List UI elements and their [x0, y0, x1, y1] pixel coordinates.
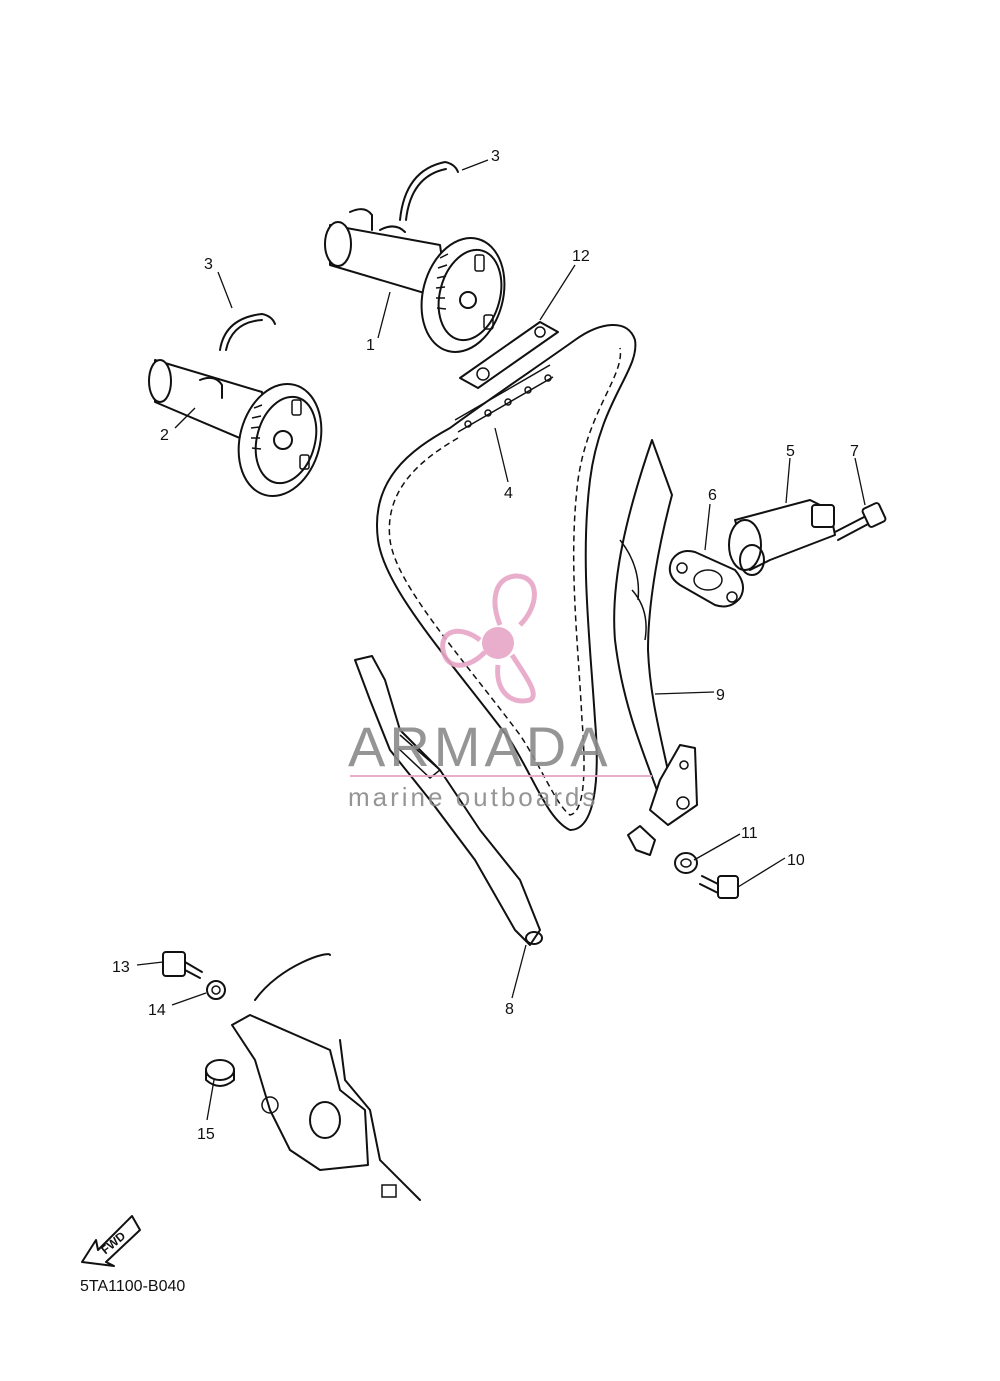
propeller-logo-icon: [440, 573, 537, 704]
callout-1: 1: [366, 337, 375, 354]
chain-guide-front[interactable]: [354, 655, 543, 946]
callout-7: 7: [850, 443, 859, 460]
camshaft-lower[interactable]: [148, 359, 333, 505]
watermark: ARMADA marine outboards: [348, 573, 652, 812]
callout-15: 15: [197, 1126, 215, 1143]
bolt-tensioner[interactable]: [834, 502, 887, 541]
leader-lines: [136, 159, 866, 1121]
chain-guide-plate[interactable]: [459, 321, 559, 389]
crankcase-section: [231, 953, 421, 1201]
camshaft-upper[interactable]: [324, 208, 517, 361]
tensioner-bracket[interactable]: [627, 744, 698, 856]
callout-10: 10: [787, 852, 805, 869]
washer-14[interactable]: [206, 980, 226, 1000]
callout-9: 9: [716, 687, 725, 704]
diagram-code: 5TA1100-B040: [80, 1278, 185, 1295]
watermark-tagline: marine outboards: [348, 782, 598, 812]
callout-4: 4: [504, 485, 513, 502]
clip-lower[interactable]: [219, 313, 276, 351]
callout-14: 14: [148, 1002, 166, 1019]
gasket[interactable]: [668, 550, 745, 608]
plug-15[interactable]: [205, 1059, 235, 1087]
bolt-13[interactable]: [162, 951, 203, 979]
watermark-brand: ARMADA: [348, 715, 612, 778]
fwd-arrow-icon: FWD: [81, 1215, 141, 1267]
bolt-10[interactable]: [699, 875, 739, 899]
callout-12: 12: [572, 248, 590, 265]
callout-2: 2: [160, 427, 169, 444]
callout-3-upper: 3: [491, 148, 500, 165]
callout-5: 5: [786, 443, 795, 460]
callout-3-lower: 3: [204, 256, 213, 273]
clip-upper[interactable]: [399, 161, 459, 221]
callout-labels: 1 2 3 3 4 5 6 7 8 9 10 11 12 13 14 15: [112, 148, 859, 1143]
callout-11: 11: [741, 825, 758, 842]
callout-8: 8: [505, 1001, 514, 1018]
chain-tensioner[interactable]: [728, 499, 836, 576]
callout-13: 13: [112, 959, 130, 976]
chain-guide-rear[interactable]: [613, 439, 673, 799]
washer-11[interactable]: [674, 852, 698, 874]
callout-6: 6: [708, 487, 717, 504]
cam-chain[interactable]: [375, 324, 637, 831]
